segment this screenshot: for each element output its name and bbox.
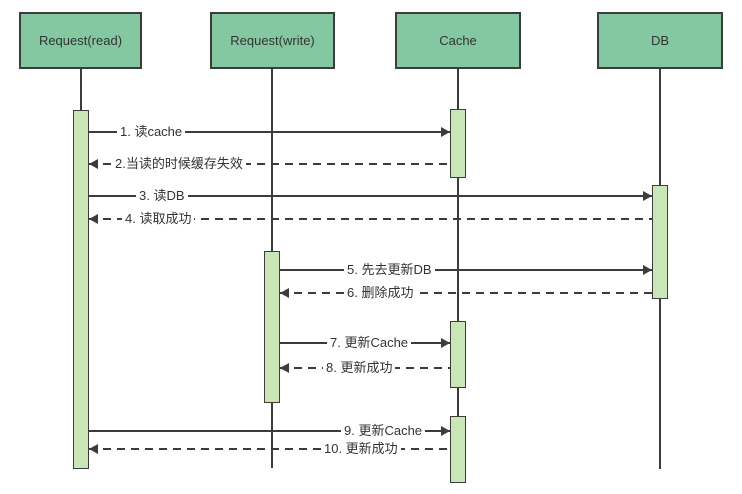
actor-label-request-read: Request(read) [38,33,123,48]
arrowhead-10 [89,444,98,454]
message-label-8: 8. 更新成功 [323,359,396,377]
message-line-5 [280,269,652,271]
message-label-7: 7. 更新Cache [327,334,412,352]
arrowhead-6 [280,288,289,298]
arrowhead-1 [441,127,450,137]
message-label-9: 9. 更新Cache [341,422,426,440]
actor-request-write: Request(write) [210,12,335,69]
activation-request-write-1 [264,251,280,403]
message-line-4 [89,218,652,220]
message-line-2 [89,163,450,165]
message-label-3: 3. 读DB [136,187,188,205]
arrowhead-2 [89,159,98,169]
message-line-1 [89,131,450,133]
actor-cache: Cache [395,12,521,69]
activation-cache-4 [450,416,466,483]
activation-cache-3 [450,321,466,388]
message-label-2: 2.当读的时候缓存失效 [112,155,246,173]
message-label-10: 10. 更新成功 [321,440,401,458]
activation-cache-2 [450,109,466,178]
actor-label-request-write: Request(write) [230,33,315,48]
arrowhead-7 [441,338,450,348]
message-label-6: 6. 删除成功 [344,284,417,302]
actor-label-cache: Cache [439,33,477,48]
lifeline-cache [457,69,459,483]
arrowhead-3 [643,191,652,201]
actor-request-read: Request(read) [19,12,142,69]
activation-db-5 [652,185,668,299]
message-label-4: 4. 读取成功 [122,210,195,228]
arrowhead-4 [89,214,98,224]
message-line-6 [280,292,652,294]
message-line-10 [89,448,450,450]
message-line-9 [89,430,450,432]
message-label-1: 1. 读cache [117,123,186,141]
actor-label-db: DB [650,33,670,48]
arrowhead-5 [643,265,652,275]
arrowhead-8 [280,363,289,373]
activation-request-read-0 [73,110,89,469]
message-label-5: 5. 先去更新DB [344,261,435,279]
actor-db: DB [597,12,723,69]
arrowhead-9 [441,426,450,436]
message-line-3 [89,195,652,197]
